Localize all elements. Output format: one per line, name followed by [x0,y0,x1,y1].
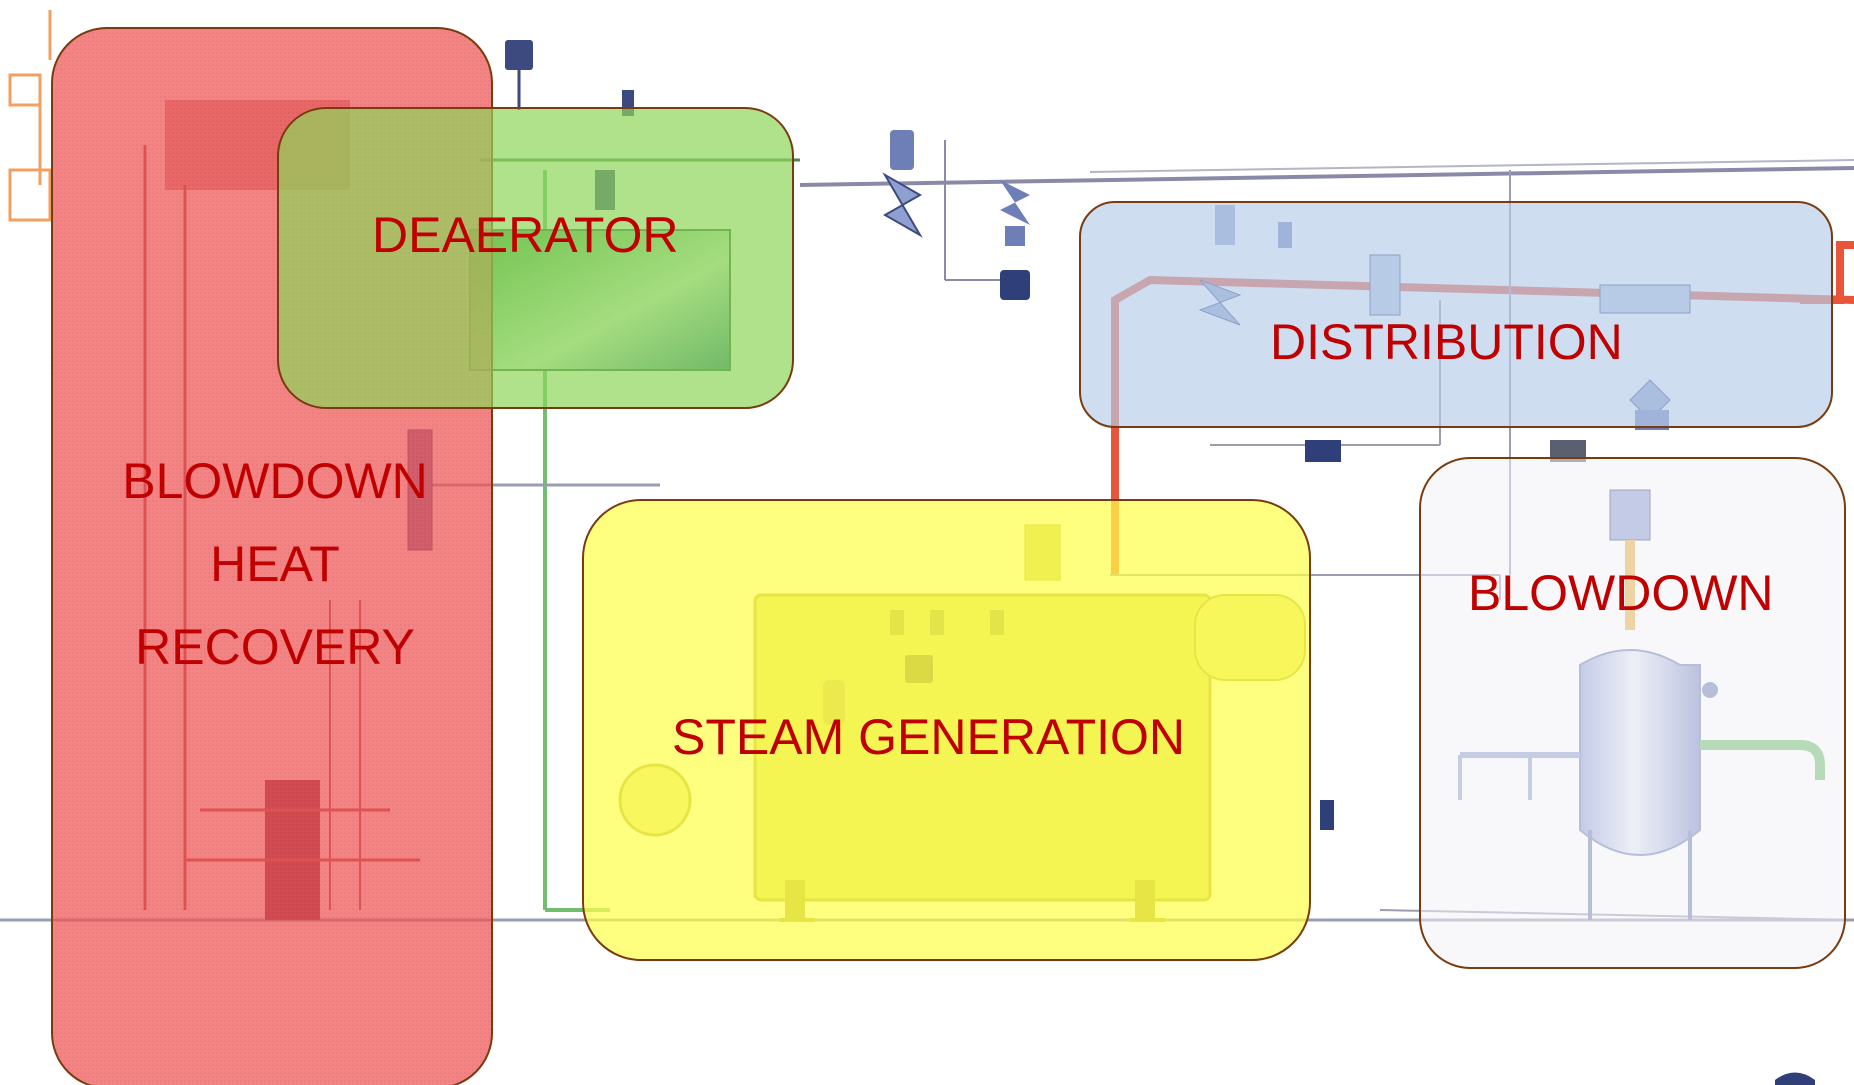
main-steam-header [799,159,1854,187]
blowdown-label: BLOWDOWN [1468,565,1774,621]
zone-steam-generation [582,499,1311,961]
deaerator-level-instrument [505,40,634,116]
steam-generation-label: STEAM GENERATION [672,709,1186,765]
blowdown-heat-recovery-line-1: BLOWDOWN [122,453,428,509]
corner-logo-icon [1775,1072,1815,1085]
zone-blowdown [1419,457,1846,969]
blowdown-heat-recovery-label: BLOWDOWN HEAT RECOVERY [110,440,440,689]
distribution-label: DISTRIBUTION [1270,314,1623,370]
blowdown-heat-recovery-line-2: HEAT [210,536,340,592]
zone-distribution [1079,201,1833,428]
zone-deaerator [277,107,794,409]
blowdown-heat-recovery-line-3: RECOVERY [135,619,415,675]
edge-connector [8,10,52,222]
deaerator-label: DEAERATOR [372,207,679,263]
